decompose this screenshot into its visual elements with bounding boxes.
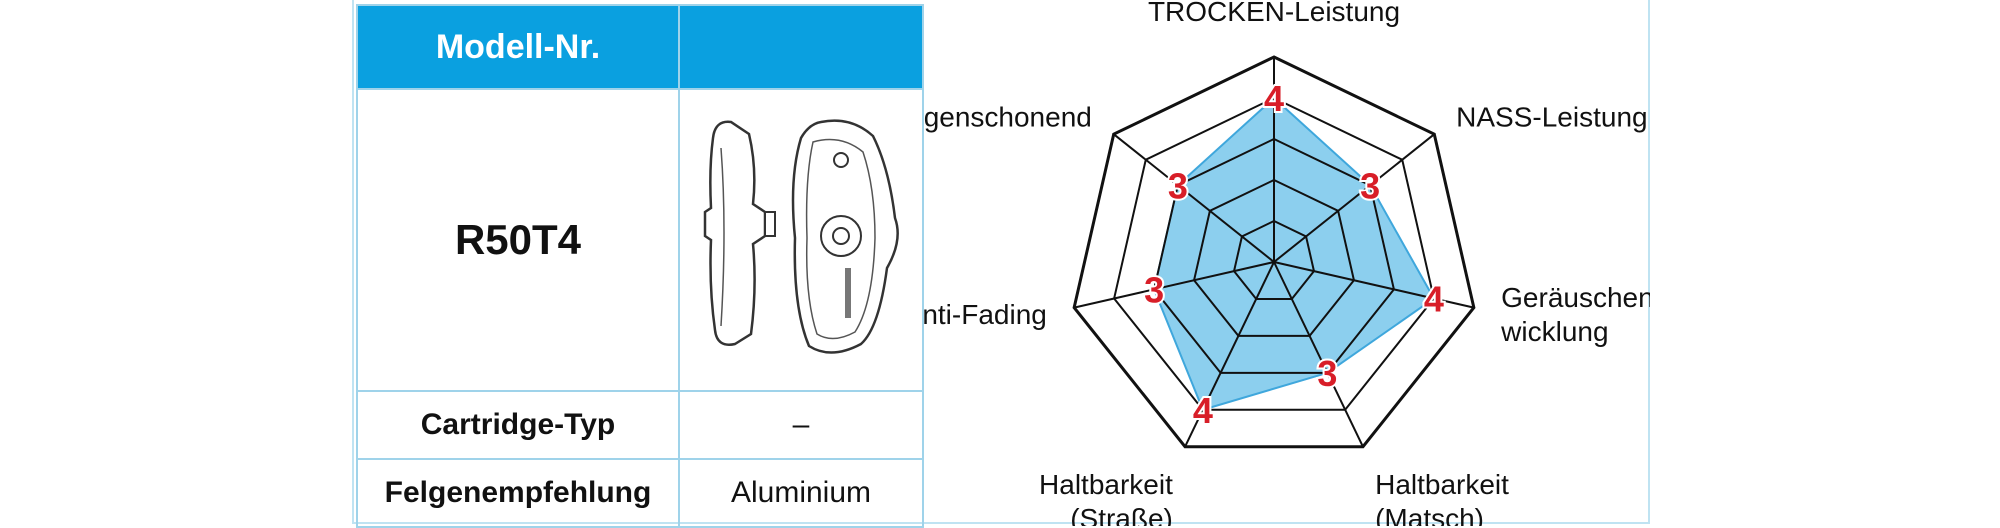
grid-ring-3: [1153, 137, 1395, 374]
axis-spoke-5: [1073, 261, 1275, 309]
rim-recommendation-value: Aluminium: [678, 458, 924, 528]
value-label-2: 4: [1424, 278, 1444, 319]
grid-ring-1: [1232, 219, 1316, 300]
value-label-6: 3: [1168, 165, 1188, 206]
grid-ring-4: [1113, 96, 1435, 411]
value-label-5: 3: [1144, 269, 1164, 310]
axis-spoke-6: [1113, 133, 1275, 263]
data-polygon: [1153, 96, 1436, 411]
model-number-header: Modell-Nr.: [356, 4, 680, 90]
axis-label-0-line-0: TROCKEN-Leistung: [1148, 0, 1400, 27]
axis-label-4-line-1: (Straße): [1070, 503, 1173, 526]
axis-label-6-line-0: Felgenschonend: [924, 102, 1092, 133]
brake-pad-illustration: [703, 118, 899, 354]
grid-ring-2: [1192, 178, 1356, 337]
axis-label-2-line-1: wicklung: [1500, 316, 1608, 347]
axis-spoke-2: [1273, 261, 1475, 309]
performance-radar-chart: 4 3 4 3 4 3 3 TROCKEN-LeistungNASS-LeistungGerä…: [924, 0, 1650, 526]
value-label-4: 4: [1193, 390, 1213, 431]
axis-label-3-line-0: Haltbarkeit: [1375, 469, 1509, 500]
axis-spoke-4: [1184, 261, 1275, 448]
product-panel: [352, 0, 1650, 524]
axis-label-5-line-0: Anti-Fading: [924, 299, 1047, 330]
axis-spoke-3: [1273, 261, 1364, 448]
value-label-3: 3: [1317, 353, 1337, 394]
value-label-1: 3: [1360, 165, 1380, 206]
axis-label-2-line-0: Geräuschent-: [1501, 282, 1650, 313]
axis-spoke-1: [1273, 133, 1435, 263]
cartridge-type-value: –: [678, 390, 924, 460]
model-number-header-value: [678, 4, 924, 90]
value-label-0: 4: [1264, 78, 1284, 119]
axis-label-4-line-0: Haltbarkeit: [1039, 469, 1173, 500]
axis-label-3-line-1: (Matsch): [1375, 503, 1484, 526]
axis-label-1-line-0: NASS-Leistung: [1456, 102, 1647, 133]
product-image-cell: [678, 88, 924, 392]
rim-recommendation-label: Felgenempfehlung: [356, 458, 680, 528]
model-name: R50T4: [356, 88, 680, 392]
spec-table: Modell-Nr. R50T4 Cartridge-Typ – Felge: [356, 4, 924, 528]
cartridge-type-label: Cartridge-Typ: [356, 390, 680, 460]
grid-ring-5: [1072, 55, 1476, 449]
